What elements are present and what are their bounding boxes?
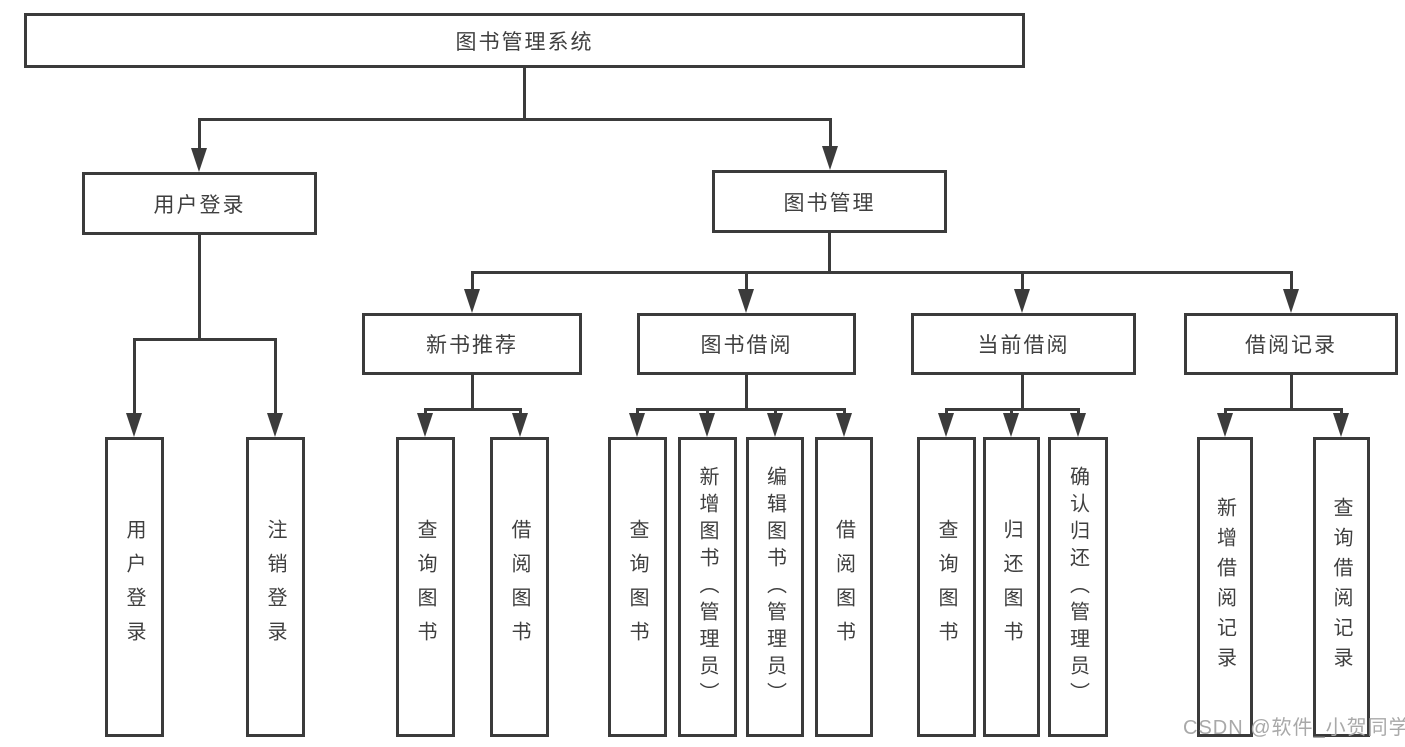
arrowhead-down-icon bbox=[191, 148, 207, 172]
leaf-cb-confirm-return-admin-label: 确认归还（管理员） bbox=[1066, 465, 1089, 709]
connector-line bbox=[1224, 408, 1342, 411]
connector-line bbox=[198, 235, 201, 341]
connector-line bbox=[471, 271, 1293, 274]
leaf-logout-label: 注销登录 bbox=[264, 519, 286, 655]
leaf-bb-borrow-books: 借阅图书 bbox=[815, 437, 873, 737]
connector-line bbox=[274, 338, 277, 415]
node-current-borrow-label: 当前借阅 bbox=[977, 334, 1070, 357]
arrowhead-down-icon bbox=[1003, 413, 1019, 437]
connector-line bbox=[1224, 408, 1227, 416]
connector-line bbox=[1010, 408, 1013, 416]
leaf-br-add-record-label: 新增借阅记录 bbox=[1213, 497, 1236, 677]
connector-line bbox=[745, 375, 748, 411]
node-new-book-recommend-label: 新书推荐 bbox=[426, 334, 518, 357]
arrowhead-down-icon bbox=[464, 289, 480, 313]
node-user-login-label: 用户登录 bbox=[153, 193, 246, 217]
connector-line bbox=[133, 338, 136, 415]
leaf-cb-query-books-label: 查询图书 bbox=[935, 519, 957, 655]
leaf-bb-add-books-admin-label: 新增图书（管理员） bbox=[696, 465, 718, 709]
leaf-br-query-record-label: 查询借阅记录 bbox=[1330, 497, 1352, 677]
arrowhead-down-icon bbox=[938, 413, 954, 437]
leaf-cb-query-books: 查询图书 bbox=[917, 437, 976, 737]
node-book-borrow: 图书借阅 bbox=[637, 313, 856, 375]
leaf-cb-return-books-label: 归还图书 bbox=[1000, 519, 1022, 655]
arrowhead-down-icon bbox=[1014, 289, 1030, 313]
arrowhead-down-icon bbox=[1283, 289, 1299, 313]
connector-line bbox=[828, 233, 831, 274]
connector-line bbox=[843, 408, 846, 416]
connector-line bbox=[774, 408, 777, 416]
leaf-cb-return-books: 归还图书 bbox=[983, 437, 1040, 737]
connector-line bbox=[471, 271, 474, 291]
leaf-user-login-label: 用户登录 bbox=[123, 519, 145, 655]
connector-line bbox=[706, 408, 709, 416]
connector-line bbox=[519, 408, 522, 416]
connector-line bbox=[1290, 271, 1293, 291]
arrowhead-down-icon bbox=[836, 413, 852, 437]
leaf-cb-confirm-return-admin: 确认归还（管理员） bbox=[1048, 437, 1108, 737]
connector-line bbox=[1077, 408, 1080, 416]
leaf-nb-borrow-books-label: 借阅图书 bbox=[508, 519, 530, 655]
leaf-bb-borrow-books-label: 借阅图书 bbox=[832, 519, 855, 655]
arrowhead-down-icon bbox=[512, 413, 528, 437]
leaf-nb-query-books-label: 查询图书 bbox=[414, 519, 436, 655]
connector-line bbox=[945, 408, 948, 416]
leaf-logout: 注销登录 bbox=[246, 437, 305, 737]
leaf-nb-borrow-books: 借阅图书 bbox=[490, 437, 549, 737]
connector-line bbox=[133, 338, 277, 341]
connector-line bbox=[471, 375, 474, 411]
arrowhead-down-icon bbox=[767, 413, 783, 437]
node-book-management-label: 图书管理 bbox=[783, 191, 876, 215]
leaf-bb-query-books: 查询图书 bbox=[608, 437, 667, 737]
connector-line bbox=[1021, 271, 1024, 291]
connector-line bbox=[1021, 375, 1024, 411]
connector-line bbox=[636, 408, 639, 416]
arrowhead-down-icon bbox=[1333, 413, 1349, 437]
arrowhead-down-icon bbox=[822, 146, 838, 170]
leaf-bb-edit-books-admin-label: 编辑图书（管理员） bbox=[763, 465, 786, 709]
connector-line bbox=[745, 271, 748, 291]
arrowhead-down-icon bbox=[699, 413, 715, 437]
leaf-bb-add-books-admin: 新增图书（管理员） bbox=[678, 437, 737, 737]
connector-line bbox=[424, 408, 522, 411]
connector-line bbox=[198, 118, 201, 152]
arrowhead-down-icon bbox=[1070, 413, 1086, 437]
arrowhead-down-icon bbox=[417, 413, 433, 437]
node-user-login: 用户登录 bbox=[82, 172, 317, 235]
node-borrow-records-label: 借阅记录 bbox=[1245, 334, 1337, 357]
node-root-label: 图书管理系统 bbox=[455, 30, 594, 54]
connector-line bbox=[636, 408, 845, 411]
arrowhead-down-icon bbox=[267, 413, 283, 437]
node-new-book-recommend: 新书推荐 bbox=[362, 313, 582, 375]
arrowhead-down-icon bbox=[629, 413, 645, 437]
connector-line bbox=[829, 118, 832, 150]
node-root: 图书管理系统 bbox=[24, 13, 1025, 68]
connector-line bbox=[198, 118, 832, 121]
leaf-bb-edit-books-admin: 编辑图书（管理员） bbox=[746, 437, 804, 737]
node-borrow-records: 借阅记录 bbox=[1184, 313, 1398, 375]
node-book-borrow-label: 图书借阅 bbox=[700, 334, 793, 357]
arrowhead-down-icon bbox=[126, 413, 142, 437]
leaf-br-add-record: 新增借阅记录 bbox=[1197, 437, 1253, 737]
leaf-user-login: 用户登录 bbox=[105, 437, 164, 737]
leaf-bb-query-books-label: 查询图书 bbox=[626, 519, 648, 655]
connector-line bbox=[1290, 375, 1293, 411]
connector-line bbox=[523, 66, 526, 118]
connector-line bbox=[1340, 408, 1343, 416]
arrowhead-down-icon bbox=[1217, 413, 1233, 437]
csdn-watermark: CSDN @软件_小贺同学 bbox=[1183, 717, 1405, 739]
arrowhead-down-icon bbox=[738, 289, 754, 313]
leaf-br-query-record: 查询借阅记录 bbox=[1313, 437, 1370, 737]
node-current-borrow: 当前借阅 bbox=[911, 313, 1136, 375]
leaf-nb-query-books: 查询图书 bbox=[396, 437, 455, 737]
connector-line bbox=[424, 408, 427, 416]
node-book-management: 图书管理 bbox=[712, 170, 947, 233]
